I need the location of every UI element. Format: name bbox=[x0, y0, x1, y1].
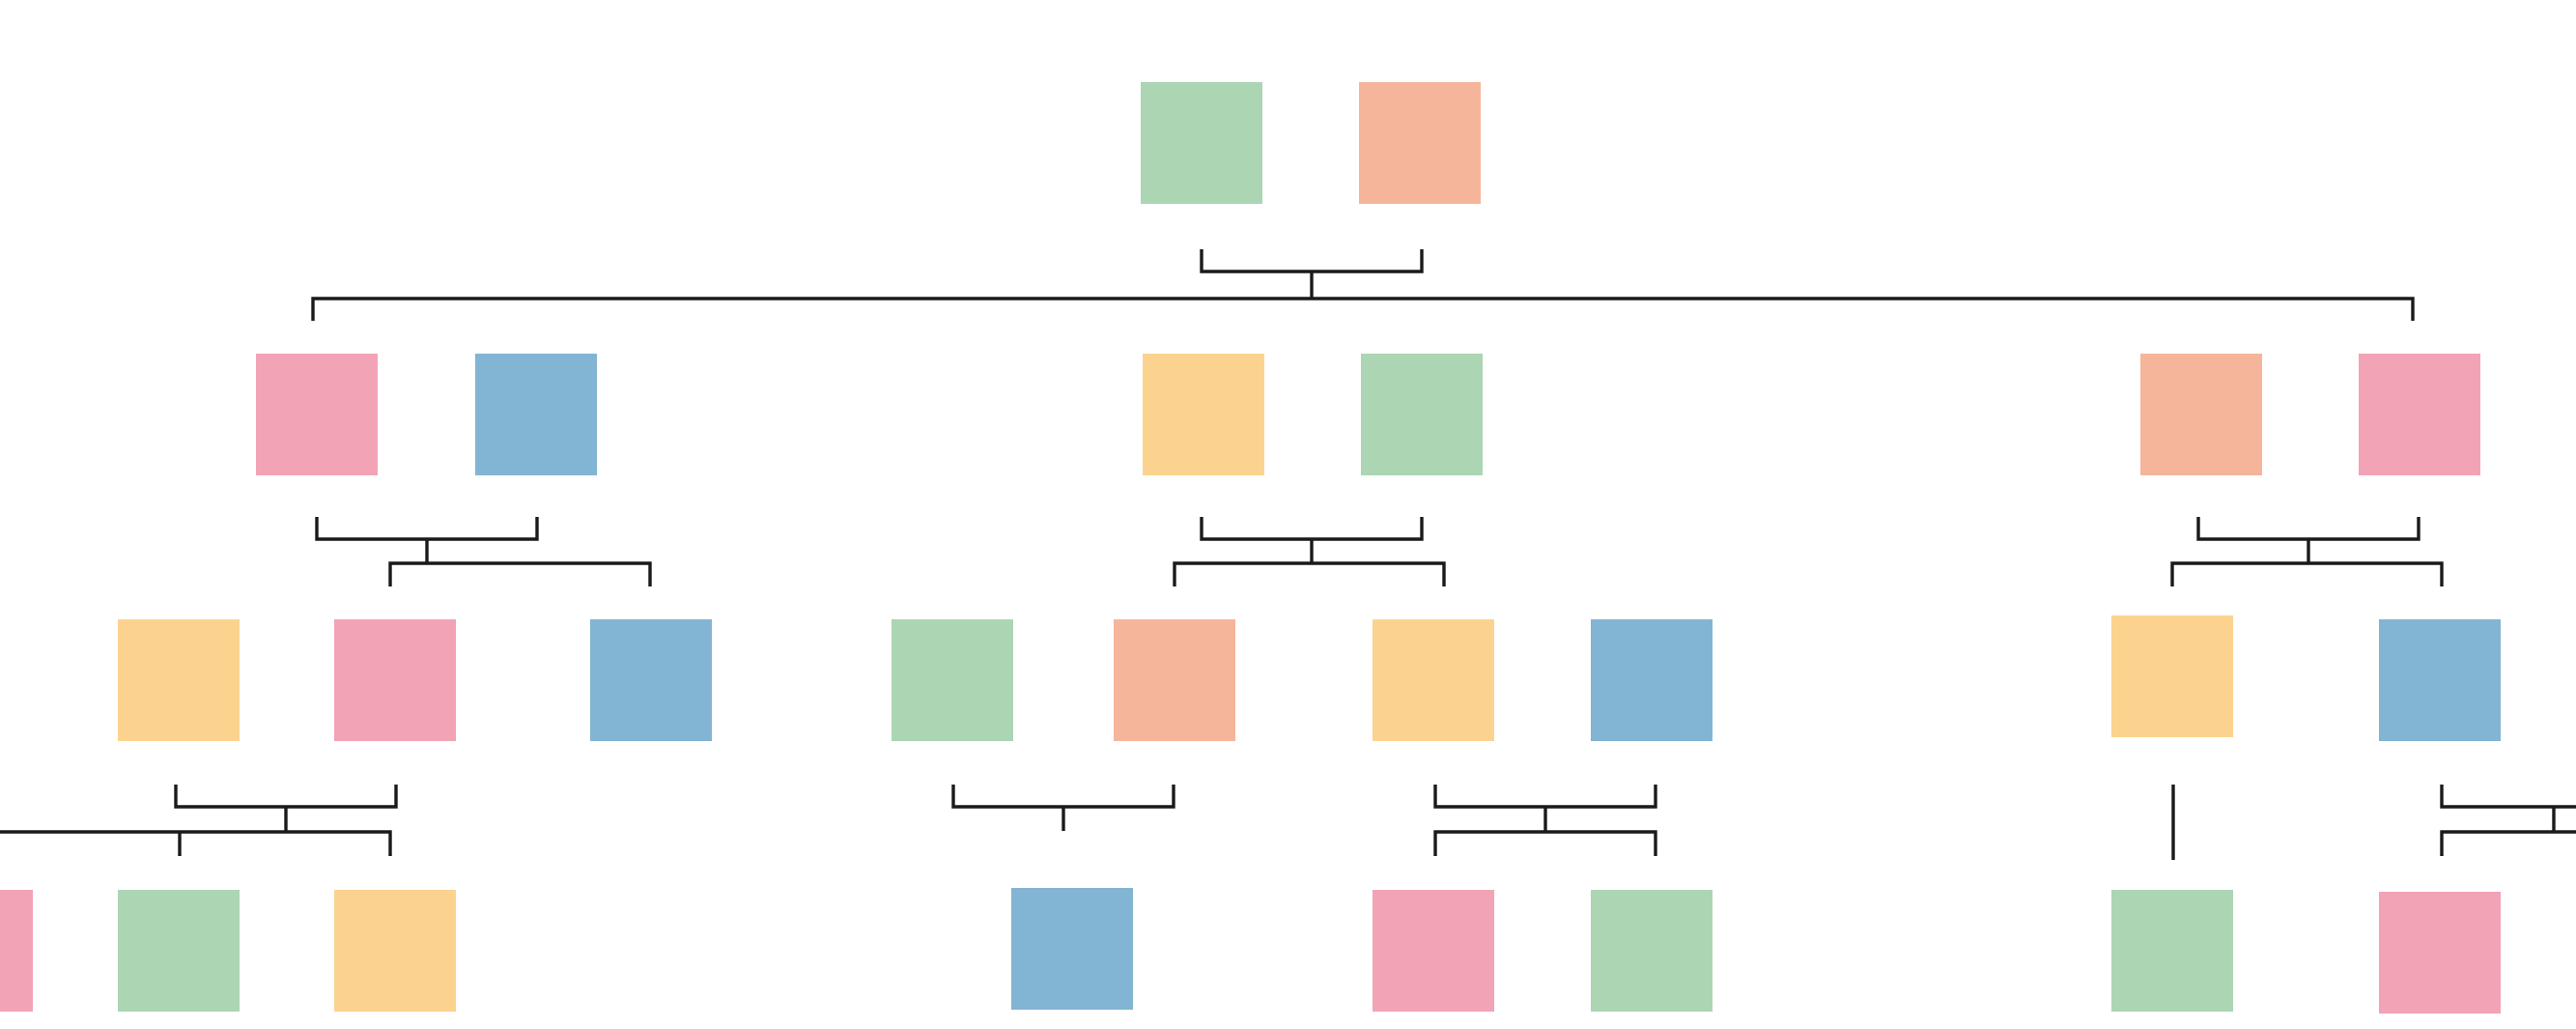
connector-lines bbox=[0, 249, 2576, 860]
person-tile-background bbox=[2111, 615, 2233, 737]
person-tile-g4-h bbox=[2379, 892, 2501, 1014]
person-tile-g4-b bbox=[118, 890, 240, 1012]
person-tile-g2-b bbox=[475, 354, 597, 475]
person-tile-background bbox=[2140, 354, 2262, 475]
person-tile-background bbox=[118, 619, 240, 741]
person-tile-background bbox=[118, 890, 240, 1012]
person-tile-background bbox=[2359, 354, 2480, 475]
person-tile-g1-b bbox=[1359, 82, 1481, 204]
connector-center-parents bbox=[1200, 517, 1424, 563]
person-tile-background bbox=[1114, 619, 1235, 741]
connector-right-parents bbox=[2196, 517, 2420, 563]
person-tile-background bbox=[2379, 619, 2501, 741]
person-tile-g3-h bbox=[2111, 615, 2233, 737]
connector-l3-left-children bbox=[0, 830, 392, 856]
connector-l3-mid bbox=[951, 785, 1175, 831]
person-tile-g3-f bbox=[1373, 619, 1494, 741]
connector-right-children bbox=[2170, 561, 2444, 586]
person-tile-background bbox=[2379, 892, 2501, 1014]
person-tile-g3-d bbox=[892, 619, 1013, 741]
person-tile-background bbox=[334, 619, 456, 741]
person-tile-g3-g bbox=[1591, 619, 1713, 741]
person-tile-background bbox=[1361, 354, 1483, 475]
person-tile-background bbox=[590, 619, 712, 741]
person-tile-g3-i bbox=[2379, 619, 2501, 741]
connector-l3-center-parents bbox=[1433, 785, 1657, 832]
person-tile-background bbox=[1143, 354, 1264, 475]
person-tile-background bbox=[1591, 890, 1713, 1012]
person-tile-background bbox=[334, 890, 456, 1012]
connector-l3-left-parents bbox=[174, 785, 398, 832]
person-tile-g1-a bbox=[1141, 82, 1262, 204]
person-tile-background bbox=[1373, 890, 1494, 1012]
person-tile-g4-e bbox=[1373, 890, 1494, 1012]
connector-left-parents bbox=[315, 517, 539, 563]
person-tile-background bbox=[256, 354, 378, 475]
person-tile-background bbox=[475, 354, 597, 475]
person-tile-g4-g bbox=[2111, 890, 2233, 1012]
person-tile-background bbox=[0, 890, 33, 1012]
person-tile-g3-c bbox=[590, 619, 712, 741]
connector-center-children bbox=[1173, 561, 1446, 586]
person-tiles bbox=[0, 82, 2501, 1014]
connector-root-children bbox=[311, 297, 2415, 321]
connector-l3-right bbox=[2440, 785, 2576, 856]
person-tile-background bbox=[1141, 82, 1262, 204]
person-tile-g3-b bbox=[334, 619, 456, 741]
person-tile-g3-a bbox=[118, 619, 240, 741]
connector-root-parents bbox=[1200, 249, 1424, 298]
person-tile-g2-c bbox=[1143, 354, 1264, 475]
person-tile-background bbox=[1591, 619, 1713, 741]
person-tile-g4-f bbox=[1591, 890, 1713, 1012]
person-tile-background bbox=[1359, 82, 1481, 204]
person-tile-g2-d bbox=[1361, 354, 1483, 475]
person-tile-g4-c bbox=[334, 890, 456, 1012]
person-tile-g3-e bbox=[1114, 619, 1235, 741]
person-tile-background bbox=[2111, 890, 2233, 1012]
connector-l3-center-children bbox=[1433, 830, 1657, 856]
person-tile-background bbox=[1011, 888, 1133, 1010]
person-tile-g4-d bbox=[1011, 888, 1133, 1010]
person-tile-background bbox=[1373, 619, 1494, 741]
person-tile-g2-f bbox=[2359, 354, 2480, 475]
person-tile-background bbox=[892, 619, 1013, 741]
person-tile-g2-a bbox=[256, 354, 378, 475]
connector-left-children bbox=[388, 561, 652, 586]
person-tile-g4-a bbox=[0, 890, 33, 1012]
person-tile-g2-e bbox=[2140, 354, 2262, 475]
